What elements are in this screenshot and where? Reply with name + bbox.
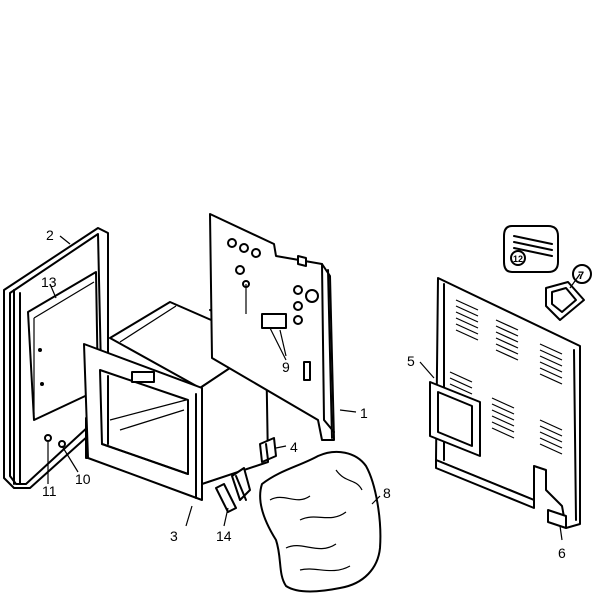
callout-8: 8 bbox=[383, 485, 391, 501]
callout-14: 14 bbox=[216, 528, 232, 544]
leader-lines bbox=[47, 235, 581, 541]
callout-6: 6 bbox=[558, 545, 566, 561]
part-label-badge bbox=[503, 225, 592, 284]
callout-2: 2 bbox=[46, 227, 54, 243]
part-insulation bbox=[259, 450, 382, 593]
callout-11: 11 bbox=[42, 483, 57, 499]
part-hinge bbox=[215, 467, 251, 513]
part-side-panel bbox=[209, 213, 335, 441]
callout-12: 12 bbox=[513, 254, 523, 264]
callout-7: 7 bbox=[578, 270, 584, 282]
vent-slots bbox=[449, 299, 563, 455]
callout-9: 9 bbox=[282, 359, 290, 375]
callout-5: 5 bbox=[407, 353, 415, 369]
callout-3: 3 bbox=[170, 528, 178, 544]
callout-1: 1 bbox=[360, 405, 368, 421]
callout-4: 4 bbox=[290, 439, 298, 455]
callout-10: 10 bbox=[75, 471, 91, 487]
callout-labels: 1 2 3 4 5 6 7 8 9 10 11 12 13 14 bbox=[41, 227, 584, 561]
callout-13: 13 bbox=[41, 274, 57, 290]
part-rear-panel bbox=[429, 277, 581, 529]
part-seal-square bbox=[545, 281, 585, 321]
part-bracket bbox=[259, 437, 277, 463]
